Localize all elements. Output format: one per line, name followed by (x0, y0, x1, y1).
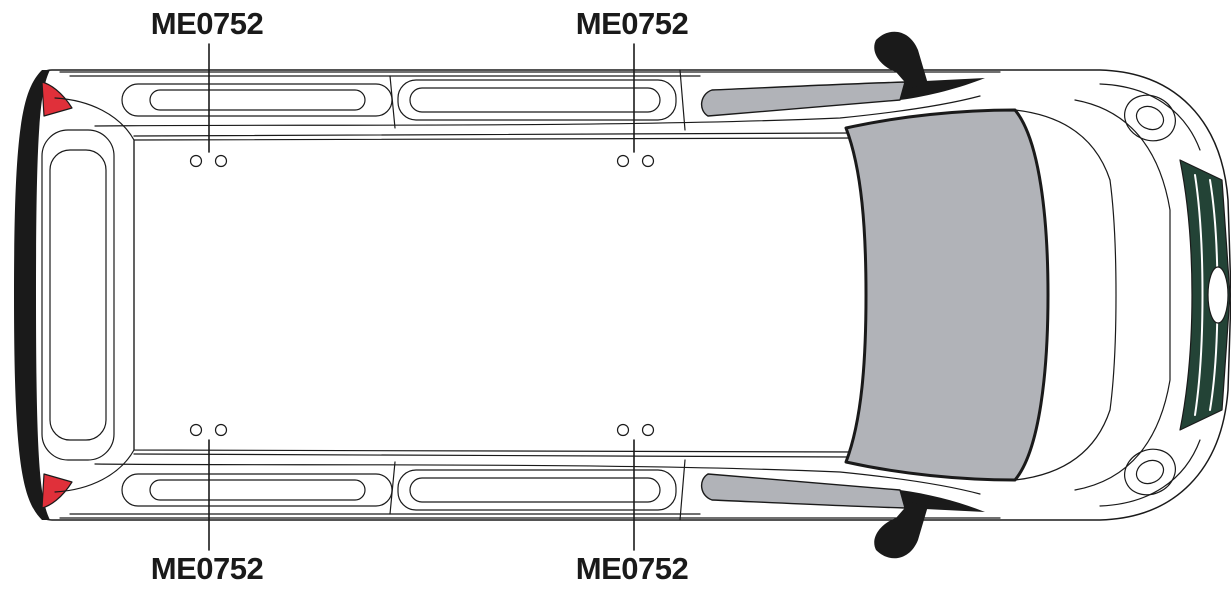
windscreen (844, 108, 1050, 482)
callout-bottom-right: ME0752 (575, 551, 689, 586)
roof-panel (133, 137, 861, 453)
side-contour-bottom-3 (94, 463, 981, 495)
roof-rail-bottom (133, 453, 851, 458)
mirror-bottom (874, 502, 928, 559)
rub-strip-top-right-outer (397, 79, 677, 121)
side-contour-top-3 (94, 95, 981, 127)
callout-top-left: ME0752 (150, 6, 264, 41)
mounting-points-front-bottom (616, 423, 655, 437)
rub-strip-bottom-left-outer (121, 473, 393, 507)
rub-strip-bottom-right-outer (397, 469, 677, 511)
van-body-outline (29, 69, 1231, 521)
headlight-top-outer (1124, 94, 1176, 142)
bonnet-line-top (1014, 109, 1111, 181)
rub-strip-top-left-inner (149, 89, 366, 111)
rub-strip-bottom-left-inner (149, 479, 366, 501)
grille (1179, 159, 1231, 431)
rear-bumper (14, 70, 50, 520)
tail-light-bottom (41, 473, 73, 509)
callout-bottom-left: ME0752 (150, 551, 264, 586)
roof-rail-top (133, 132, 851, 137)
side-window-bottom (701, 473, 906, 509)
bonnet-line-bottom (1014, 409, 1111, 481)
mounting-points-rear-bottom (189, 423, 228, 437)
rub-strip-top-left-outer (121, 83, 393, 117)
mounting-points-front-top (616, 154, 655, 168)
rear-door-window-outer (41, 129, 115, 461)
bonnet-contour (1074, 99, 1171, 491)
side-contour-bottom-5 (679, 459, 686, 521)
headlight-top-housing (1099, 83, 1201, 151)
rub-strip-top-right-inner (409, 87, 661, 113)
headlight-top-inner (1135, 105, 1165, 131)
grille-badge (1207, 266, 1229, 324)
headlight-bottom-housing (1099, 439, 1201, 507)
side-contour-top-5 (679, 69, 686, 131)
side-contour-top-4 (389, 75, 396, 129)
side-contour-bottom-4 (389, 461, 396, 515)
side-window-top (701, 81, 906, 117)
tail-light-top (41, 81, 73, 117)
callout-top-right: ME0752 (575, 6, 689, 41)
rub-strip-bottom-right-inner (409, 477, 661, 503)
headlight-bottom-inner (1135, 459, 1165, 485)
mounting-points-rear-top (189, 154, 228, 168)
rear-door-window-inner (49, 149, 107, 441)
headlight-bottom-outer (1124, 448, 1176, 496)
mirror-top (874, 31, 928, 88)
bonnet-front (1109, 179, 1117, 411)
grille-bar-1 (1194, 174, 1204, 416)
